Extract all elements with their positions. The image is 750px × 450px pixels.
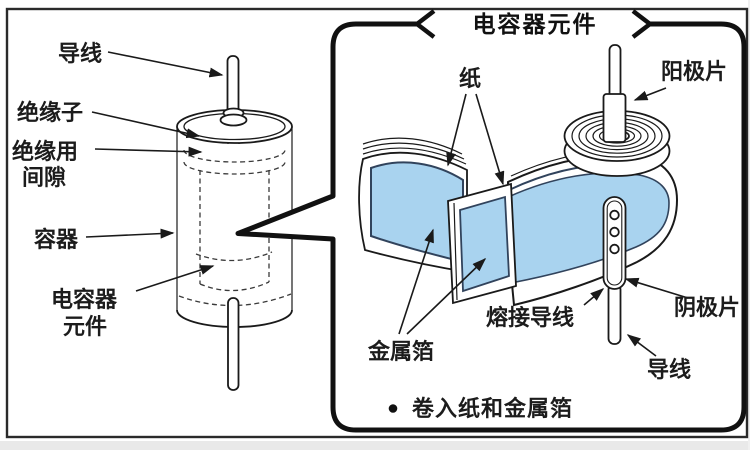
arrow-metal-foil-2 bbox=[406, 257, 487, 335]
detail-box-title: 电容器元件 bbox=[473, 11, 598, 37]
label-paper: 纸 bbox=[459, 66, 481, 91]
label-welded-lead: 熔接导线 bbox=[486, 305, 574, 330]
cathode-tab-inner-outline bbox=[606, 200, 623, 286]
label-container: 容器 bbox=[34, 227, 79, 252]
label-metal-foil: 金属箔 bbox=[367, 339, 434, 364]
detail-top-lead-wire bbox=[608, 44, 622, 102]
label-element-line2: 元件 bbox=[63, 314, 107, 339]
arrow-anode-tab bbox=[633, 87, 667, 101]
label-anode-tab: 阳极片 bbox=[661, 59, 727, 84]
label-insulation-gap-line1: 绝缘用 bbox=[12, 139, 78, 164]
arrow-metal-foil-1 bbox=[398, 228, 434, 335]
bottom-margin-strip bbox=[0, 441, 750, 450]
anode-tab-sleeve bbox=[602, 93, 627, 143]
label-cathode-tab: 阴极片 bbox=[674, 295, 740, 320]
detail-bottom-lead-wire bbox=[607, 283, 622, 345]
label-lead-wire-right: 导线 bbox=[647, 357, 691, 382]
arrow-paper-1 bbox=[446, 93, 467, 167]
insulator-grommet-lower bbox=[219, 113, 248, 127]
arrow-insulator bbox=[91, 111, 201, 139]
callout-arrows bbox=[85, 51, 689, 357]
bullet-note: 卷入纸和金属箔 bbox=[411, 396, 573, 421]
arrow-welded-lead bbox=[583, 288, 605, 306]
metal-foil-panel-middle bbox=[459, 195, 510, 293]
right-margin-strip bbox=[748, 0, 750, 450]
arrow-container bbox=[85, 228, 175, 239]
arrow-lead-wire-left bbox=[107, 51, 224, 78]
bullet-dot bbox=[388, 404, 398, 413]
label-insulation-gap-line2: 间隙 bbox=[22, 165, 66, 190]
bottom-lead-wire bbox=[227, 297, 240, 391]
paper-sheet-thickness-line bbox=[453, 202, 458, 301]
title-left-angle-bracket bbox=[414, 9, 436, 39]
title-right-angle-bracket bbox=[631, 9, 653, 39]
arrow-paper-2 bbox=[475, 93, 505, 186]
label-lead-wire-left: 导线 bbox=[58, 41, 102, 66]
arrow-cathode-tab bbox=[624, 277, 689, 299]
label-element-line1: 电容器 bbox=[51, 287, 118, 312]
arrow-element bbox=[135, 265, 215, 292]
label-insulator: 绝缘子 bbox=[17, 100, 83, 125]
cathode-tab-strip bbox=[602, 196, 627, 290]
outer-frame bbox=[5, 7, 749, 439]
capacitor-cylinder-drawing bbox=[176, 55, 293, 391]
cathode-tab-holes bbox=[609, 209, 620, 255]
unrolled-element-drawing bbox=[358, 44, 679, 345]
arrow-insulation-gap bbox=[94, 146, 203, 157]
arrow-lead-wire-right bbox=[626, 334, 657, 357]
